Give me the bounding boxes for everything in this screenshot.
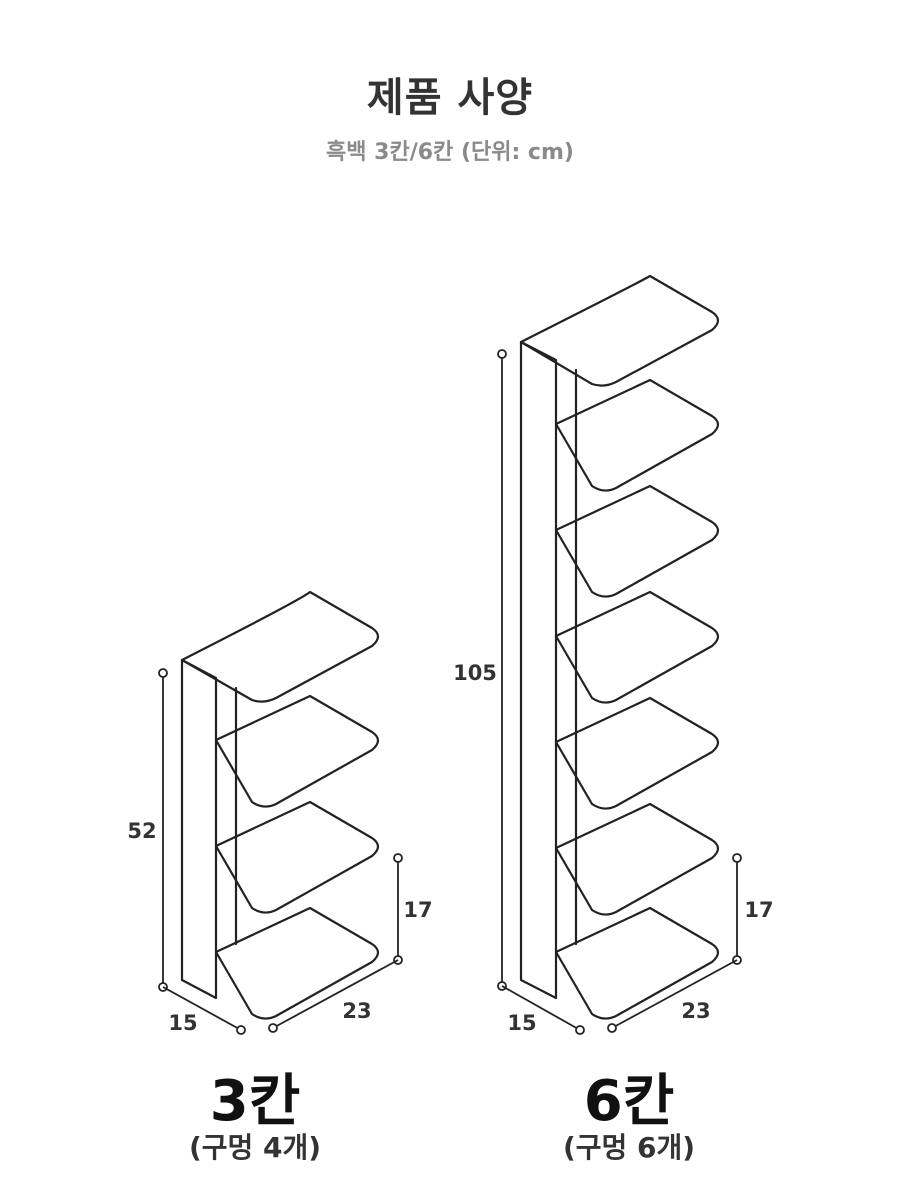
model-name: 6칸 bbox=[583, 1069, 675, 1134]
model-hole-count: (구멍 4개) bbox=[188, 1131, 322, 1164]
rack-6-dimensions bbox=[497, 349, 742, 1035]
dim-dot bbox=[575, 1025, 585, 1035]
rack-3-shelf bbox=[214, 800, 380, 914]
rack-6-shelf bbox=[554, 906, 720, 1020]
rack-3-width-label: 23 bbox=[342, 999, 371, 1023]
model-label-3: 3칸 (구멍 4개) bbox=[105, 1072, 405, 1164]
rack-3-height-label: 52 bbox=[127, 819, 156, 843]
rack-3-shelf bbox=[180, 590, 380, 703]
rack-6-shelf bbox=[554, 802, 720, 916]
rack-6-height-label: 105 bbox=[453, 661, 497, 685]
model-hole-count: (구멍 6개) bbox=[562, 1131, 696, 1164]
rack-6-shelf bbox=[554, 378, 720, 492]
rack-6-shelf bbox=[519, 274, 720, 387]
page-title: 제품 사양 bbox=[366, 75, 534, 121]
dim-dot bbox=[236, 1025, 246, 1035]
dim-dot bbox=[158, 668, 168, 678]
rack-6 bbox=[519, 274, 720, 1020]
rack-3-back-panel bbox=[180, 658, 218, 1000]
rack-3-gap-label: 17 bbox=[403, 898, 432, 922]
dim-dot bbox=[732, 853, 742, 863]
rack-6-shelf bbox=[554, 484, 720, 598]
rack-6-width-label: 23 bbox=[681, 999, 710, 1023]
dim-dot bbox=[268, 1023, 278, 1033]
rack-6-shelf bbox=[554, 696, 720, 810]
dim-dot bbox=[393, 853, 403, 863]
rack-6-shelf bbox=[554, 590, 720, 704]
model-name: 3칸 bbox=[209, 1069, 301, 1134]
model-label-6: 6칸 (구멍 6개) bbox=[479, 1072, 779, 1164]
dim-dot bbox=[497, 349, 507, 359]
rack-3-depth-label: 15 bbox=[168, 1011, 197, 1035]
rack-6-depth-label: 15 bbox=[507, 1011, 536, 1035]
rack-3-shelf bbox=[214, 906, 380, 1020]
dim-dot bbox=[607, 1023, 617, 1033]
rack-3-dimensions bbox=[158, 668, 403, 1035]
rack-3-shelf bbox=[214, 694, 380, 808]
page-subtitle: 흑백 3칸/6칸 (단위: cm) bbox=[326, 140, 574, 165]
header: 제품 사양 흑백 3칸/6칸 (단위: cm) bbox=[0, 72, 900, 168]
rack-6-back-panel bbox=[519, 340, 558, 1000]
rack-3 bbox=[180, 590, 380, 1020]
rack-6-gap-label: 17 bbox=[744, 898, 773, 922]
